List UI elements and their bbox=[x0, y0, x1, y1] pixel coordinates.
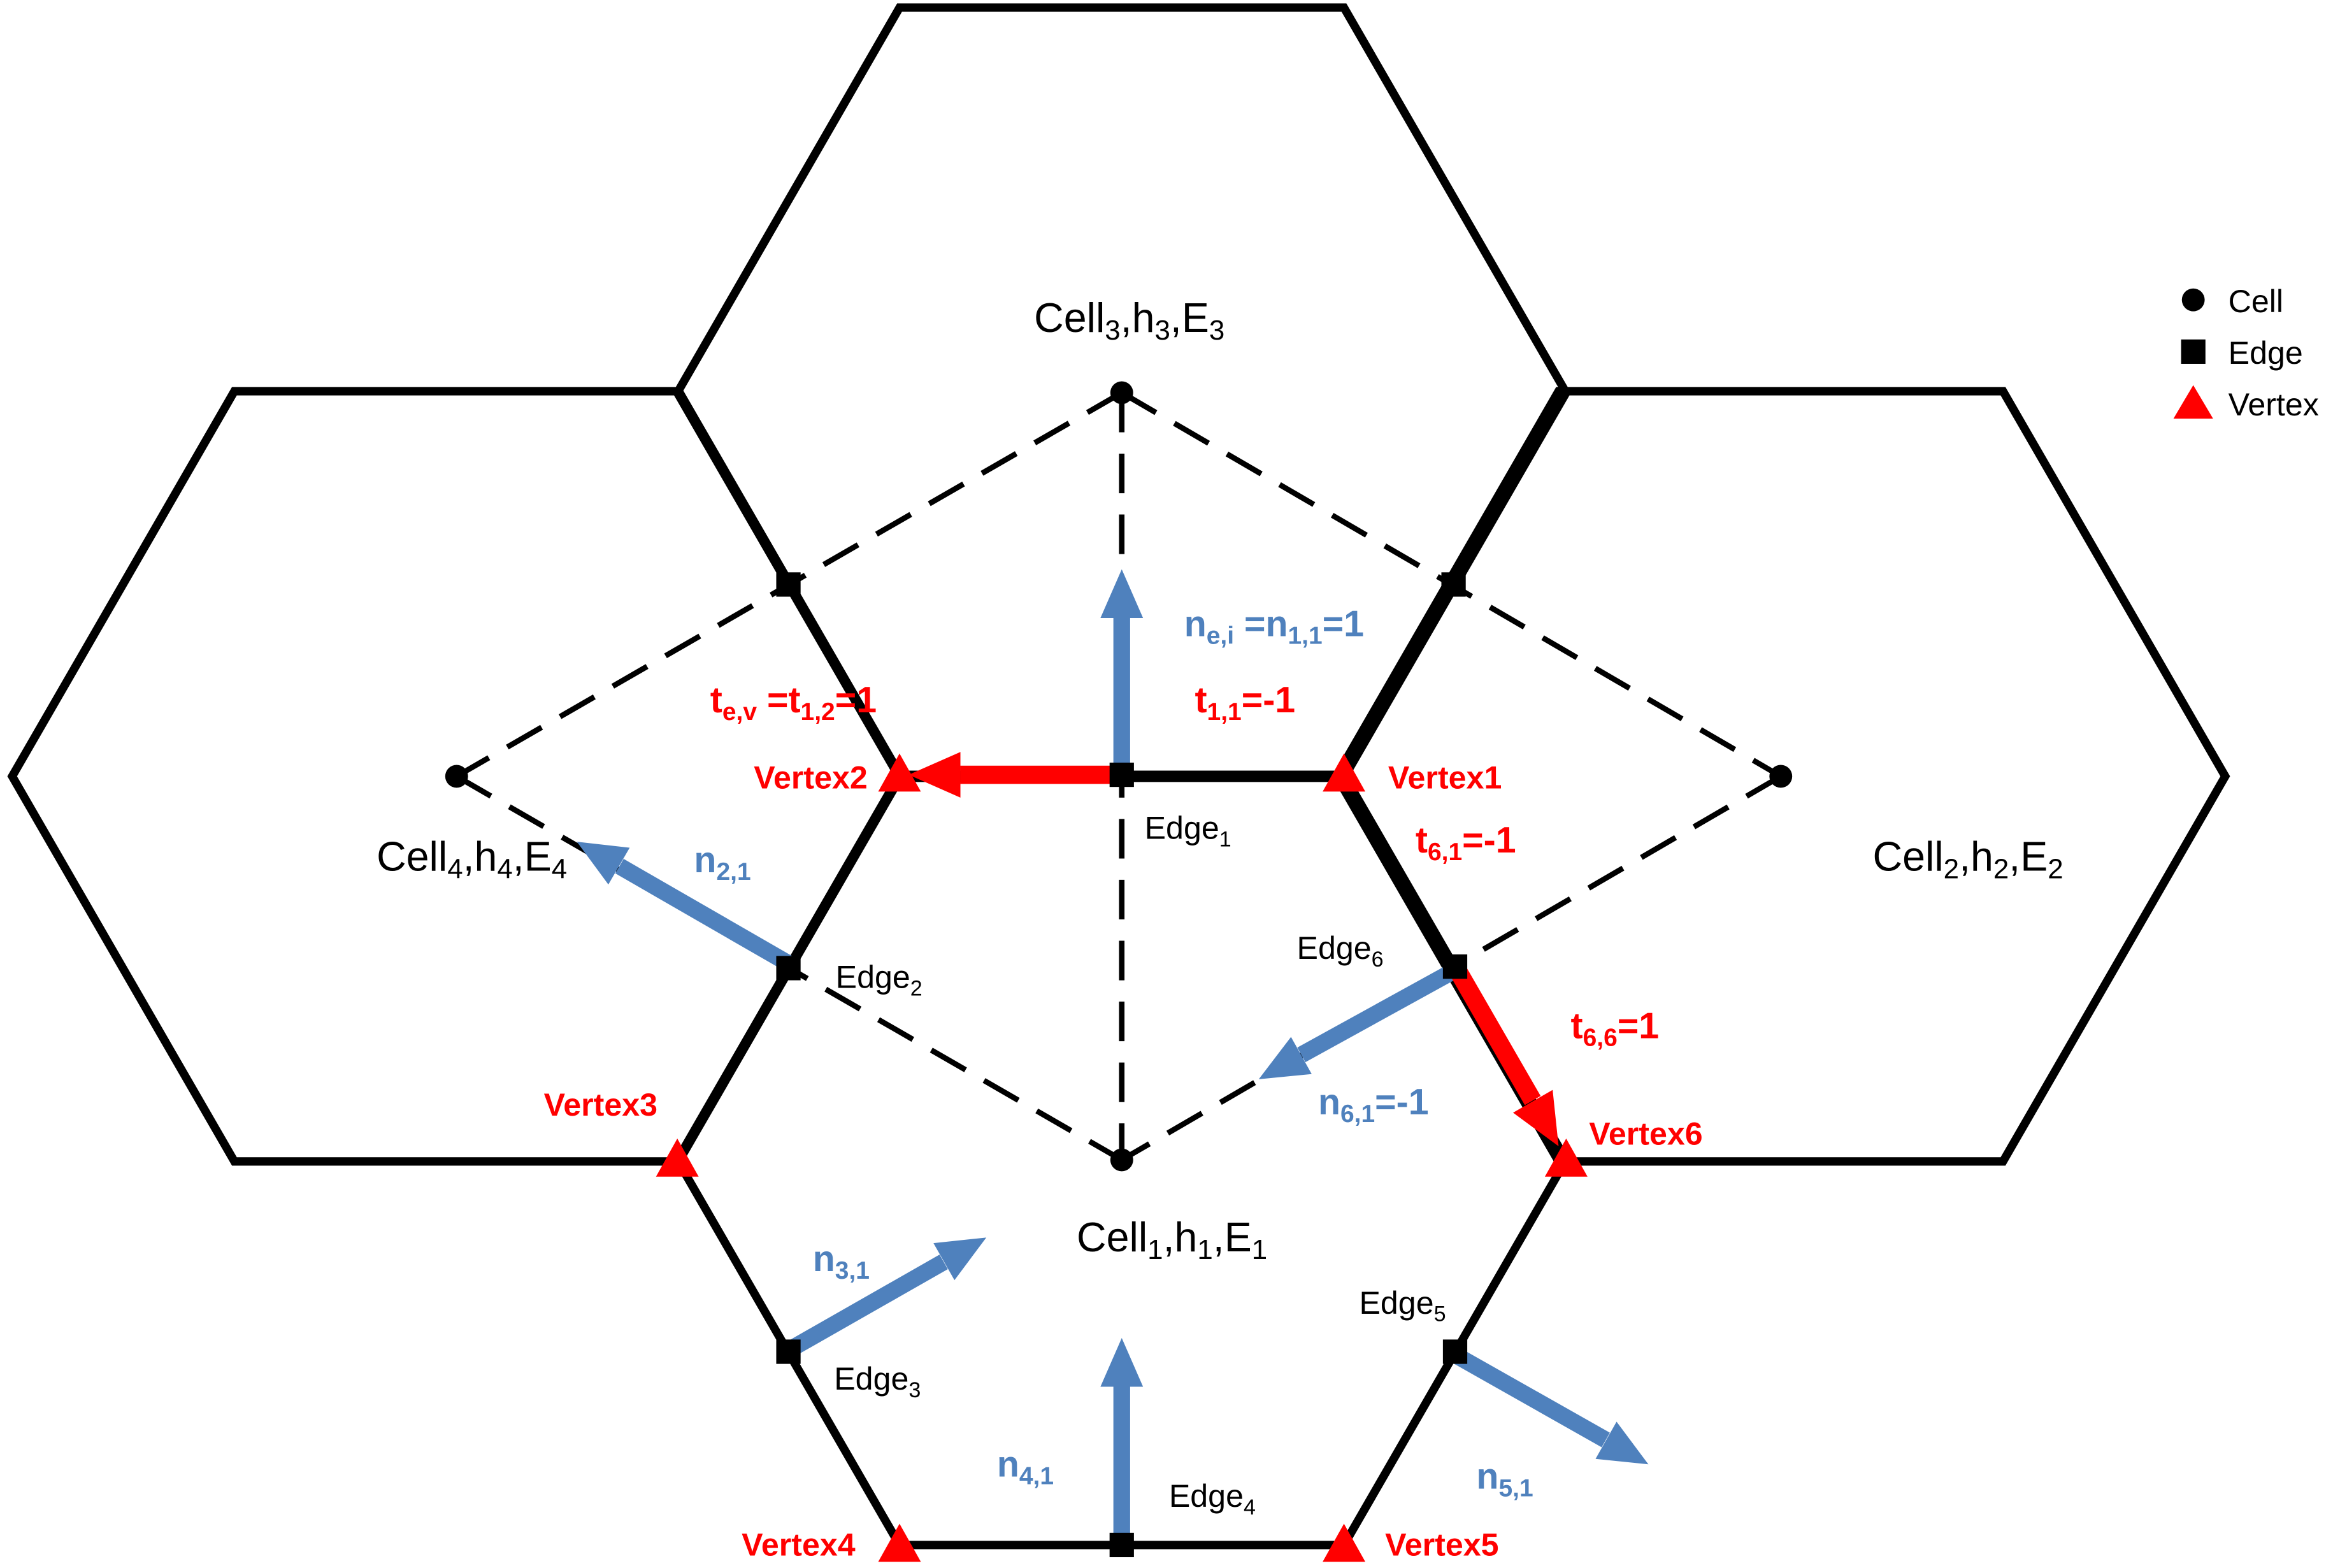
vector-annotations: ne,i =n1,1=1 t1,1=-1 te,v =t1,2=1 n2,1 t… bbox=[694, 604, 1659, 1502]
cell-center-markers bbox=[445, 381, 1793, 1172]
cell4-label: Cell4,h4,E4 bbox=[377, 834, 567, 885]
legend-edge-label: Edge bbox=[2229, 335, 2303, 371]
vertex6-marker bbox=[1544, 1139, 1588, 1177]
legend-cell-label: Cell bbox=[2229, 284, 2283, 319]
n21-annotation: n2,1 bbox=[694, 840, 750, 886]
legend-item-vertex: Vertex bbox=[2173, 385, 2319, 422]
edge4-marker bbox=[1109, 1532, 1134, 1558]
n61-annotation: n6,1=-1 bbox=[1318, 1082, 1429, 1128]
vertex1-marker bbox=[1323, 753, 1366, 792]
t12-annotation: te,v =t1,2=1 bbox=[710, 680, 877, 726]
vertex5-marker bbox=[1323, 1523, 1366, 1562]
edge-labels: Edge1 Edge2 Edge3 Edge4 Edge5 Edge6 bbox=[834, 810, 1446, 1520]
legend: Cell Edge Vertex bbox=[2173, 284, 2319, 422]
edge-markers bbox=[776, 572, 1468, 1558]
n41-annotation: n4,1 bbox=[997, 1444, 1054, 1490]
cell1-label: Cell1,h1,E1 bbox=[1077, 1214, 1267, 1265]
vertex1-label: Vertex1 bbox=[1388, 760, 1502, 796]
cell3-center-dot bbox=[1110, 381, 1133, 405]
vertex-labels: Vertex1 Vertex2 Vertex3 Vertex4 Vertex5 … bbox=[544, 760, 1703, 1563]
cell2-label: Cell2,h2,E2 bbox=[1873, 834, 2063, 885]
edge2-marker bbox=[776, 956, 801, 981]
n31-normal-arrow bbox=[787, 1237, 987, 1356]
edge1-label: Edge1 bbox=[1145, 810, 1231, 851]
n61-arrow-head bbox=[1258, 1037, 1312, 1079]
n41-arrow-head bbox=[1100, 1338, 1144, 1387]
cell4-center-dot bbox=[445, 765, 468, 788]
n41-normal-arrow bbox=[1100, 1338, 1144, 1539]
t66-tangent-arrow bbox=[1450, 967, 1559, 1146]
n61-normal-arrow bbox=[1258, 965, 1455, 1079]
n31-arrow-shaft bbox=[787, 1255, 948, 1356]
edge-cell3-cell4-marker bbox=[776, 572, 801, 597]
n11-normal-arrow bbox=[1100, 569, 1144, 769]
n51-arrow-head bbox=[1595, 1421, 1649, 1465]
vertex4-label: Vertex4 bbox=[742, 1527, 856, 1563]
t66-arrow-shaft bbox=[1450, 967, 1541, 1105]
edge3-marker bbox=[776, 1339, 801, 1364]
legend-vertex-triangle-icon bbox=[2173, 385, 2213, 419]
n21-normal-arrow bbox=[577, 842, 793, 971]
cell2-center-dot bbox=[1769, 765, 1793, 788]
t66-annotation: t6,6=1 bbox=[1571, 1005, 1660, 1051]
edge2-label: Edge2 bbox=[836, 960, 922, 1001]
edge6-label: Edge6 bbox=[1297, 930, 1384, 972]
n51-normal-arrow bbox=[1451, 1347, 1649, 1465]
edge6-marker bbox=[1442, 954, 1468, 979]
n11-arrow-head bbox=[1100, 569, 1144, 618]
n31-arrow-head bbox=[933, 1237, 987, 1281]
n51-arrow-shaft bbox=[1451, 1347, 1610, 1448]
vertex2-marker bbox=[878, 753, 921, 792]
t66-arrow-head bbox=[1513, 1090, 1559, 1146]
n61-arrow-shaft bbox=[1297, 965, 1455, 1063]
edge1-marker bbox=[1109, 762, 1134, 788]
vector-arrows bbox=[577, 569, 1649, 1539]
t12-tangent-arrow bbox=[908, 752, 1122, 798]
n11-annotation: ne,i =n1,1=1 bbox=[1184, 604, 1364, 650]
vertex3-marker bbox=[656, 1139, 699, 1177]
edge5-label: Edge5 bbox=[1359, 1285, 1446, 1327]
cell3-label: Cell3,h3,E3 bbox=[1034, 295, 1224, 346]
legend-item-edge: Edge bbox=[2181, 335, 2303, 371]
vertex5-label: Vertex5 bbox=[1385, 1527, 1499, 1563]
vertex2-label: Vertex2 bbox=[754, 760, 868, 796]
t61-annotation: t6,1=-1 bbox=[1416, 820, 1516, 866]
legend-vertex-label: Vertex bbox=[2229, 387, 2319, 422]
t11-annotation: t1,1=-1 bbox=[1195, 680, 1295, 726]
n21-arrow-head bbox=[577, 842, 630, 885]
legend-item-cell: Cell bbox=[2181, 284, 2283, 319]
edge3-label: Edge3 bbox=[834, 1361, 921, 1402]
vertex4-marker bbox=[878, 1523, 921, 1562]
cell-labels: Cell3,h3,E3 Cell4,h4,E4 Cell2,h2,E2 Cell… bbox=[377, 295, 2063, 1265]
cell1-center-dot bbox=[1110, 1148, 1133, 1172]
n21-arrow-shaft bbox=[615, 859, 793, 971]
n51-annotation: n5,1 bbox=[1476, 1457, 1533, 1502]
legend-edge-square-icon bbox=[2181, 339, 2206, 364]
legend-cell-dot-icon bbox=[2181, 288, 2205, 312]
edge5-marker bbox=[1442, 1339, 1468, 1364]
t12-arrow-head bbox=[908, 752, 961, 798]
vertex3-label: Vertex3 bbox=[544, 1087, 658, 1123]
edge-cell3-cell2-marker bbox=[1441, 572, 1466, 597]
edge4-label: Edge4 bbox=[1169, 1478, 1256, 1520]
vertex6-label: Vertex6 bbox=[1589, 1116, 1703, 1152]
n31-annotation: n3,1 bbox=[813, 1239, 870, 1284]
vertex-markers bbox=[656, 753, 1588, 1562]
